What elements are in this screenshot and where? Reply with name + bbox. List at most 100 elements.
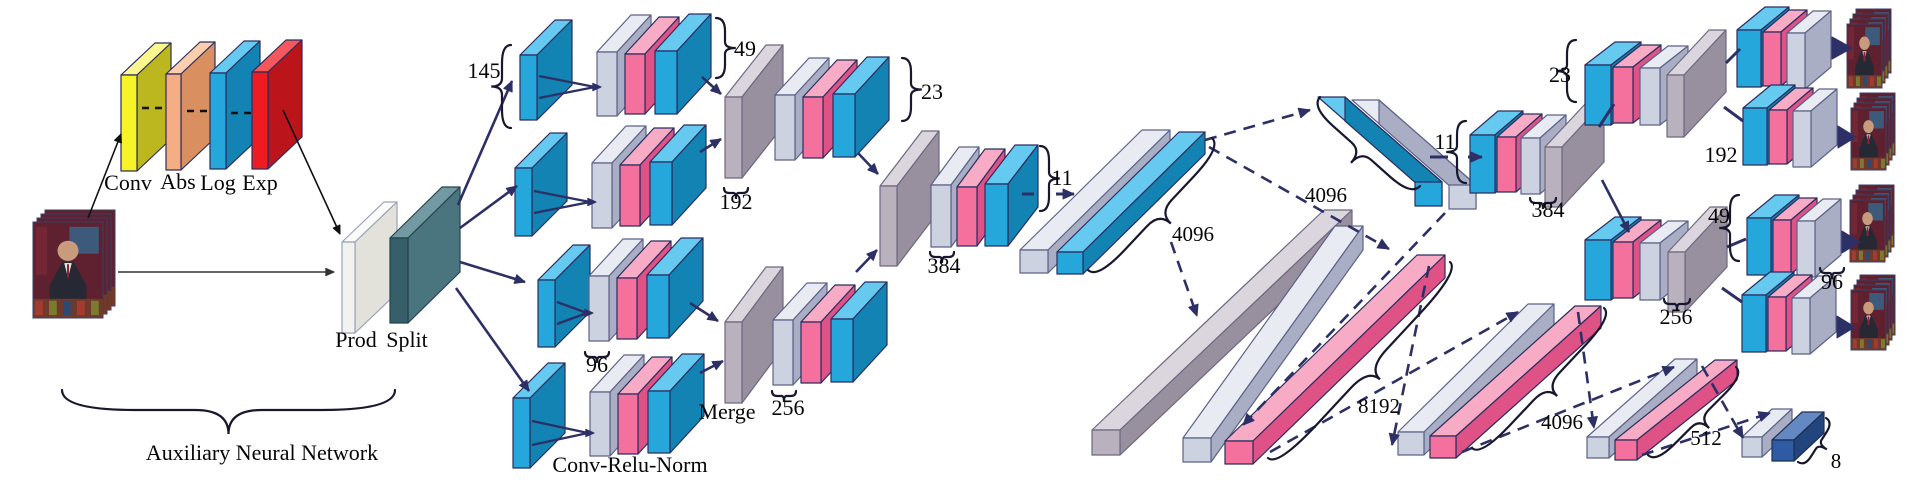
fc-dash-8192-to-mid4096-a xyxy=(1388,265,1431,446)
aux-abs-slab xyxy=(165,41,216,171)
fc-8192-partner-bar xyxy=(1091,209,1353,456)
label-auxiliary-neural-network: Auxiliary Neural Network xyxy=(146,440,378,465)
enc-g1-norm xyxy=(654,13,712,115)
enc-branch2-input xyxy=(514,132,568,237)
split1-to-g2b xyxy=(1600,179,1631,233)
brace-dec-96 xyxy=(1818,266,1846,280)
arrow-input-to-prod xyxy=(118,267,335,277)
brace-enc-96 xyxy=(583,350,611,364)
dec-split3-block xyxy=(1667,206,1728,313)
output-image-stack-1 xyxy=(1846,8,1892,89)
label-fc-512: 512 xyxy=(1690,426,1722,450)
label-conv: Conv xyxy=(104,170,152,195)
output-image-stack-3 xyxy=(1849,184,1895,263)
fc-dash-dec4096-to-8192 xyxy=(1242,212,1446,426)
brace-dec-23 xyxy=(1556,38,1578,104)
label-dec-256: 256 xyxy=(1660,304,1693,329)
fc-dash-enc-down xyxy=(1169,241,1199,317)
output-image-stack-2 xyxy=(1850,92,1896,171)
output-arrow-4 xyxy=(1836,315,1856,339)
split2-to-out1 xyxy=(1724,47,1742,65)
output-arrow-2 xyxy=(1837,125,1857,149)
label-enc-96: 96 xyxy=(586,352,608,377)
label-dec-11: 11 xyxy=(1434,129,1455,154)
dec-out3-norm xyxy=(1796,198,1842,278)
fc-dash-mid4096-to-512-b xyxy=(1461,365,1675,454)
arrow-exp-to-prod xyxy=(282,109,341,235)
label-enc-192: 192 xyxy=(720,189,753,214)
label-enc-11: 11 xyxy=(1051,165,1072,190)
fc-8-gray-bar xyxy=(1741,408,1793,458)
label-fc-4096-dec: 4096 xyxy=(1305,183,1347,207)
g1-to-merge1 xyxy=(701,76,722,95)
label-merge: Merge xyxy=(698,399,755,424)
brace-dec-49 xyxy=(1719,193,1741,263)
fc-8192-gray-bar xyxy=(1182,225,1364,463)
split2-to-out2 xyxy=(1723,105,1744,123)
aux-conv-slab xyxy=(120,42,172,172)
label-fc-8: 8 xyxy=(1831,449,1842,473)
fc-dec-4096-gray-bar xyxy=(1351,99,1477,210)
split1-to-g2a xyxy=(1597,103,1616,128)
enc-merge2-block xyxy=(724,266,784,404)
g2-to-merge1 xyxy=(699,137,722,154)
label-dec-96: 96 xyxy=(1821,269,1843,294)
enc-g4-norm xyxy=(647,353,705,454)
fc-mid-4096-pink-bar xyxy=(1429,305,1602,459)
split-to-branch3 xyxy=(459,260,526,284)
label-dec-23: 23 xyxy=(1549,62,1571,87)
brace-enc-256 xyxy=(770,389,798,403)
fc-enc-4096-blue-bar xyxy=(1056,131,1206,275)
fc-8192-pink-bar xyxy=(1224,254,1446,465)
enc-branch1-input xyxy=(519,19,573,121)
fc-dash-8192-to-mid4096-b xyxy=(1269,310,1519,454)
brace-dec-256 xyxy=(1662,297,1692,311)
label-exp: Exp xyxy=(242,170,277,195)
fc-dash-enc-to-dec4096 xyxy=(1204,107,1311,142)
label-dec-384: 384 xyxy=(1532,197,1565,222)
brace-auxiliary-network xyxy=(60,388,397,435)
brace-enc-23 xyxy=(900,56,922,123)
g4-to-merge2 xyxy=(699,359,724,375)
branch4-double-connector xyxy=(531,419,595,447)
enc-g2-norm xyxy=(649,124,707,226)
label-fc-4096-enc: 4096 xyxy=(1172,222,1214,246)
enc-g5-norm xyxy=(832,56,890,158)
enc-branch3-input xyxy=(537,244,591,348)
brace-dec-384 xyxy=(1528,196,1558,210)
label-abs: Abs xyxy=(160,169,195,194)
enc-to-fc-arrow xyxy=(1056,188,1075,200)
split-to-branch1 xyxy=(456,80,514,206)
label-conv-relu-norm: Conv-Relu-Norm xyxy=(552,452,707,477)
enc-g3-norm xyxy=(646,237,704,339)
output-arrow-3 xyxy=(1841,230,1861,254)
label-log: Log xyxy=(200,170,235,195)
enc-merge3-block xyxy=(879,130,940,267)
brace-enc-49 xyxy=(714,16,736,80)
brace-dec-11 xyxy=(1446,119,1468,185)
enc-merge1-block xyxy=(724,44,784,179)
brace-enc-384 xyxy=(928,250,956,264)
arrow-input-to-conv xyxy=(87,133,122,219)
prod-slab xyxy=(341,201,398,334)
brace-145 xyxy=(491,43,513,130)
aux-exp-slab xyxy=(251,39,303,170)
branch3-double-connector xyxy=(556,300,594,326)
g5-to-merge3 xyxy=(857,152,879,175)
label-dec-49: 49 xyxy=(1708,203,1730,228)
output-arrow-1 xyxy=(1831,36,1853,60)
enc-g6-norm xyxy=(830,281,888,383)
label-enc-23: 23 xyxy=(921,79,943,104)
split3-to-out4 xyxy=(1721,286,1743,304)
output-image-stack-4 xyxy=(1850,274,1896,351)
label-enc-256: 256 xyxy=(772,395,805,420)
split-slab xyxy=(389,186,461,324)
dec-out2-norm xyxy=(1792,88,1838,168)
fc-dash-mid4096-to-512-a xyxy=(1576,311,1598,429)
fc-dash-512-to-8-b xyxy=(1641,411,1771,457)
label-145: 145 xyxy=(468,58,501,83)
fc-8-blue-bar xyxy=(1771,411,1825,462)
label-fc-8192: 8192 xyxy=(1358,394,1400,418)
g3-to-merge2 xyxy=(689,301,719,323)
